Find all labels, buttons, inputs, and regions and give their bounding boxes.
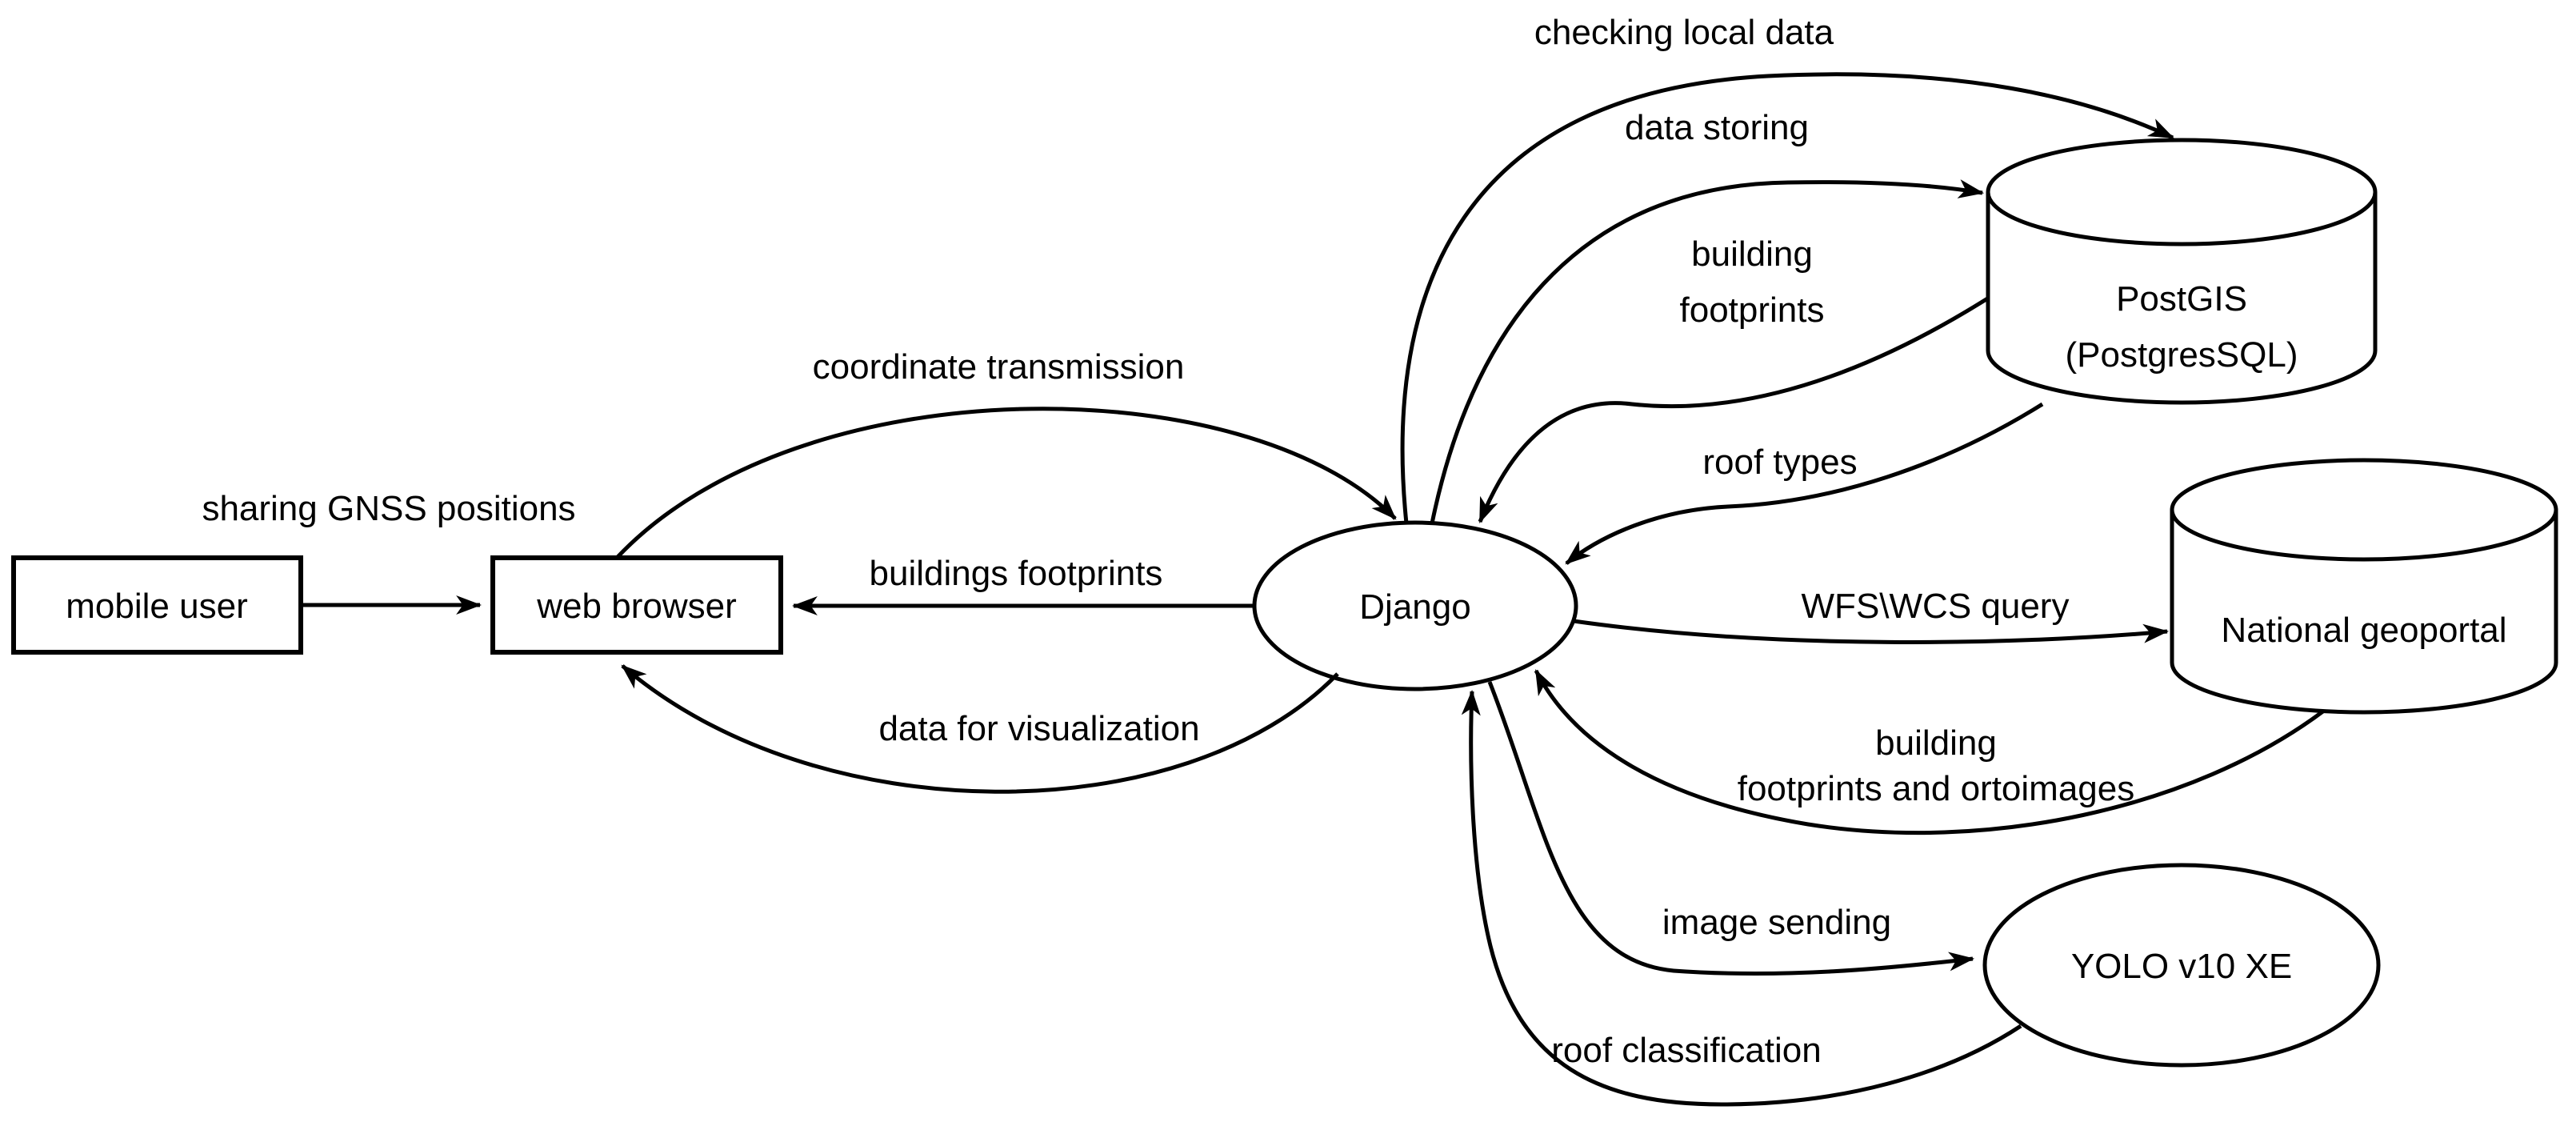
geoportal-cylinder-body <box>2170 510 2558 715</box>
label-image-sending: image sending <box>1662 903 1891 942</box>
edge-building-footprints <box>1478 295 1990 523</box>
node-postgis: PostGIS (PostgresSQL) <box>1986 138 2378 405</box>
edge-data-for-visualization <box>621 664 1339 794</box>
edge-coordinate-transmission <box>616 407 1397 559</box>
edge-data-storing <box>1430 179 1985 524</box>
node-mobile-user: mobile user <box>11 555 303 655</box>
mobile-user-box <box>11 555 303 655</box>
label-checking-local-data: checking local data <box>1534 13 1834 52</box>
label-building-footprints-line2: footprints <box>1680 291 1825 330</box>
node-django: Django <box>1252 520 1578 691</box>
django-label: Django <box>1359 587 1470 627</box>
edge-checking-local-data <box>1400 72 2174 524</box>
edge-building-footprints-ortoimages <box>1534 669 2326 835</box>
web-browser-box <box>490 555 783 655</box>
postgis-label-line1: PostGIS <box>2116 279 2247 319</box>
edge-image-sending <box>1487 681 1975 976</box>
yolo-ellipse <box>1982 863 2381 1068</box>
label-buildings-footprints: buildings footprints <box>870 554 1163 593</box>
label-wfs-wcs-query: WFS\WCS query <box>1802 587 2070 626</box>
national-geoportal-label: National geoportal <box>2221 611 2506 650</box>
edge-labels-layer: sharing GNSS positions coordinate transm… <box>202 13 2134 1070</box>
edge-wfs-wcs-query <box>1573 619 2170 644</box>
postgis-cylinder-top <box>1986 138 2378 246</box>
label-roof-classification: roof classification <box>1551 1031 1821 1070</box>
label-building-footprints-line1: building <box>1691 234 1813 274</box>
web-browser-label: web browser <box>536 587 736 626</box>
postgis-cylinder-body <box>1986 192 2378 405</box>
postgis-label-line2: (PostgresSQL) <box>2066 335 2298 375</box>
label-roof-types: roof types <box>1702 443 1857 482</box>
label-data-storing: data storing <box>1625 108 1809 147</box>
geoportal-cylinder-top <box>2170 458 2558 562</box>
node-national-geoportal: National geoportal <box>2170 458 2558 715</box>
label-data-for-visualization: data for visualization <box>878 709 1199 748</box>
mobile-user-label: mobile user <box>66 587 247 626</box>
yolo-label: YOLO v10 XE <box>2071 947 2292 986</box>
node-web-browser: web browser <box>490 555 783 655</box>
edges-layer <box>301 72 2326 1107</box>
edge-roof-types <box>1565 402 2044 565</box>
label-building-footprints-ortoimages-line1: building <box>1875 723 1997 763</box>
label-sharing-gnss-positions: sharing GNSS positions <box>202 489 575 528</box>
edge-roof-classification <box>1461 689 2022 1107</box>
label-coordinate-transmission: coordinate transmission <box>813 347 1185 387</box>
label-building-footprints-ortoimages-line2: footprints and ortoimages <box>1738 769 2135 808</box>
node-yolo: YOLO v10 XE <box>1982 863 2381 1068</box>
